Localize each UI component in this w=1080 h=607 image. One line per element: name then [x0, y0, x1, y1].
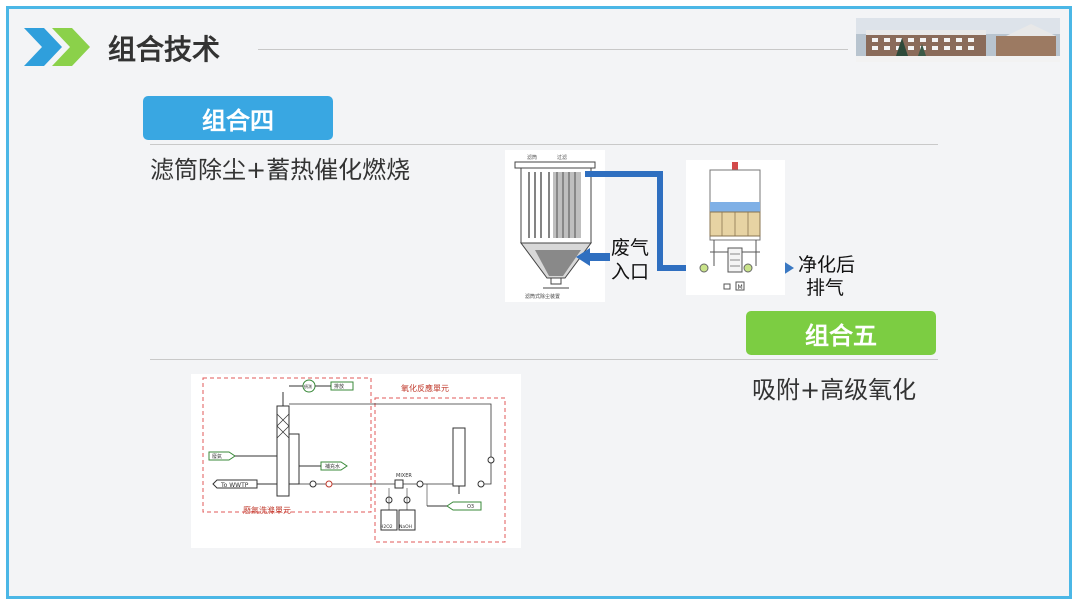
filter-top-label-1: 滤筒	[527, 154, 537, 161]
scrubber-unit-label: 廢氣洗滌單元	[243, 505, 291, 515]
cartridge-filter-diagram: 滤筒 过滤 滤筒式除尘装置	[505, 150, 605, 302]
adsorption-oxidation-diagram: 氧化反應單元 廢氣洗滌單元 偵測 排放	[191, 374, 521, 548]
combination-four-description: 滤筒除尘+蓄热催化燃烧	[150, 156, 411, 184]
stream-mid-label: 補充水	[325, 463, 340, 470]
chemical-right-label: NaOH	[399, 524, 412, 530]
o3-label: O3	[467, 504, 474, 510]
motor-label: M	[738, 284, 743, 291]
outlet-label-2: 排气	[806, 277, 845, 299]
rco-diagram: M	[686, 160, 785, 295]
section-divider-top	[150, 144, 938, 145]
chevron-arrows-icon	[24, 28, 90, 66]
emission-label: 排放	[334, 383, 344, 390]
outlet-label-1: 净化后	[798, 254, 856, 276]
section-divider-middle	[150, 359, 938, 360]
filter-top-label-2: 过滤	[557, 154, 567, 161]
badge-combination-four: 组合四	[143, 96, 333, 140]
page-title: 组合技术	[108, 33, 221, 66]
oxidation-unit-label: 氧化反應單元	[401, 383, 449, 393]
header-divider	[258, 49, 848, 50]
detector-label: 偵測	[304, 383, 312, 389]
inlet-label-1: 废气	[611, 237, 650, 259]
filter-caption: 滤筒式除尘装置	[525, 293, 560, 300]
mixer-label: MIXER	[396, 473, 412, 479]
badge-combination-five: 组合五	[746, 311, 936, 355]
inlet-label-2: 入口	[611, 261, 650, 283]
stream-left-label: 廢氣	[212, 453, 222, 460]
to-wwtp-label: To WWTP	[220, 482, 249, 489]
combination-five-description: 吸附+高级氧化	[752, 376, 917, 404]
campus-photo	[856, 18, 1060, 62]
chemical-left-label: H2O2	[380, 524, 393, 530]
